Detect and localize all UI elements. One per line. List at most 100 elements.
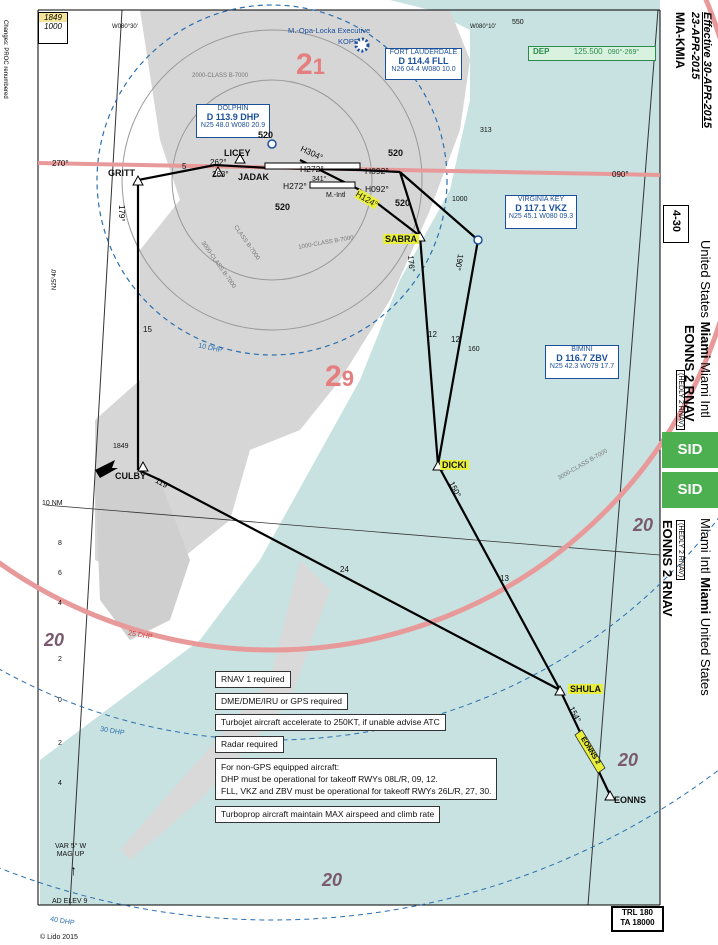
eonns-segment-box xyxy=(574,729,606,774)
course-176: 176° xyxy=(406,255,417,273)
sid-band-top: SID xyxy=(662,432,718,468)
nm-tick-4b: 4 xyxy=(58,780,62,787)
page-number-box: 4-30 xyxy=(663,205,689,243)
class-b-1: 2000-CLASS B-7000 xyxy=(192,73,249,79)
heading-3: H272° xyxy=(283,181,307,191)
mintl-label: M.-Intl xyxy=(326,192,346,199)
fix-gritt: GRITT xyxy=(108,168,135,178)
eonns-fix xyxy=(604,789,616,801)
spot-1849: 1849 xyxy=(113,443,129,450)
proc-code-bottom: (HEDLY 2 RNAV) xyxy=(676,520,685,581)
coord-left: N25°40' xyxy=(52,268,58,290)
heading-8: 263° xyxy=(212,170,229,179)
jadak-fix xyxy=(212,165,224,177)
airport-id: KOPF xyxy=(338,37,359,46)
nm-tick-8: 8 xyxy=(58,540,62,547)
procedure-title-bottom: EONNS 2 RNAV xyxy=(660,520,675,617)
spot-160: 160 xyxy=(468,346,480,353)
note-radar: Radar required xyxy=(215,736,284,753)
msa-20-d: 20 xyxy=(322,870,343,890)
fix-shula: SHULA xyxy=(568,684,603,694)
distance-13: 13 xyxy=(500,574,509,583)
distance-12a: 12 xyxy=(428,330,437,339)
nm-tick-2b: 2 xyxy=(58,740,62,747)
msa-29: 29 xyxy=(325,360,354,393)
class-b-ring xyxy=(171,79,373,281)
ad-elev: AD ELEV 9 xyxy=(52,898,88,905)
location-bottom: Miami Intl Miami United States xyxy=(698,518,713,696)
heading-7: 262° xyxy=(210,158,227,167)
nm-tick-4: 4 xyxy=(58,600,62,607)
airport-code: MIA-KMIA xyxy=(673,12,687,69)
airport-label: M.-Opa-Locka Executive xyxy=(288,26,371,35)
spot-1000: 1000 xyxy=(452,196,468,203)
fix-jadak: JADAK xyxy=(238,172,270,182)
distance-5: 5 xyxy=(182,162,187,171)
heading-9: 341° xyxy=(312,176,327,183)
altitude-4: 520 xyxy=(395,198,411,208)
note-nongps: For non-GPS equipped aircraft: DHP must … xyxy=(215,758,498,800)
altitude-1: 520 xyxy=(258,130,274,140)
note-turboprop: Turboprop aircraft maintain MAX airspeed… xyxy=(215,806,441,823)
course-179: 179° xyxy=(117,205,126,222)
fix-sabra: SABRA xyxy=(383,234,420,244)
dme-ring-25 xyxy=(0,0,718,653)
fix-licey: LICEY xyxy=(224,148,251,158)
location-top: United States Miami Miami Intl xyxy=(698,240,713,418)
gritt-fix xyxy=(132,174,144,186)
radial-090: 090° xyxy=(612,170,629,179)
proc-code-top: (HEDLY 2 RNAV) xyxy=(676,370,685,431)
keys-land xyxy=(120,560,330,860)
copyright: © Lido 2015 xyxy=(40,934,78,941)
changes-note: Changes: PROC renumbered xyxy=(2,20,8,99)
culby-fix xyxy=(137,460,149,472)
shula-fix xyxy=(554,684,566,696)
dep-frequency-box: DEP 125.500 090°-269° xyxy=(528,46,656,61)
class-b-ring-outer xyxy=(121,29,423,331)
sid-band-bottom: SID xyxy=(662,472,718,508)
note-dme: DME/DME/IRU or GPS required xyxy=(215,693,348,710)
msa-20-b: 20 xyxy=(44,630,65,650)
distance-24: 24 xyxy=(340,565,349,574)
nm-tick-6: 6 xyxy=(58,570,62,577)
nm-scale-label: 10 NM xyxy=(42,500,63,507)
navaid-dhp: DOLPHIN D 113.9 DHP N25 48.0 W080 20.9 xyxy=(196,104,270,138)
licey-fix xyxy=(234,152,246,164)
navaid-zbv: BIMINI D 116.7 ZBV N25 42.3 W079 17.7 xyxy=(545,345,619,379)
msa-20-a: 20 xyxy=(633,515,654,535)
kopf-marker xyxy=(354,37,370,53)
fix-culby: CULBY xyxy=(115,471,146,481)
coord-top-right: W080°10' xyxy=(470,24,496,30)
heading-4: H092° xyxy=(365,166,389,176)
heading-2: H272° xyxy=(300,164,324,174)
fix-dicki: DICKI xyxy=(440,460,469,470)
note-rnav: RNAV 1 required xyxy=(215,671,291,688)
msa-21-a: 21 xyxy=(296,48,325,81)
effective-date: Effective 30-APR-2015 xyxy=(701,12,713,128)
land-area-south xyxy=(95,470,190,640)
msa-20-c: 20 xyxy=(618,750,639,770)
note-turbojet: Turbojet aircraft accelerate to 250KT, i… xyxy=(215,714,446,731)
dme-ring-40 xyxy=(0,769,718,921)
heading-5: H092° xyxy=(365,184,389,194)
vkz-navaid xyxy=(473,235,483,245)
spot-313: 313 xyxy=(480,127,492,134)
altitude-3: 520 xyxy=(275,202,291,212)
coord-top-left: W080°30' xyxy=(112,24,138,30)
departure-arrow xyxy=(95,460,118,478)
north-arrow: ↑ xyxy=(70,862,77,878)
radial-270: 270° xyxy=(52,159,69,168)
distance-12b: 12 xyxy=(451,335,460,344)
nm-tick-2: 2 xyxy=(58,656,62,663)
dhp-navaid xyxy=(267,139,277,149)
coord-top-val: 550 xyxy=(512,19,524,26)
nm-tick-0: 0 xyxy=(58,697,62,704)
msa-corner-box: 1849 1000 xyxy=(38,12,68,44)
issue-date: 23-APR-2015 xyxy=(689,12,701,80)
land-area xyxy=(95,10,470,580)
altitude-2: 520 xyxy=(388,148,404,158)
navaid-fll: FORT LAUDERDALE D 114.4 FLL N26 04.4 W08… xyxy=(385,48,462,80)
